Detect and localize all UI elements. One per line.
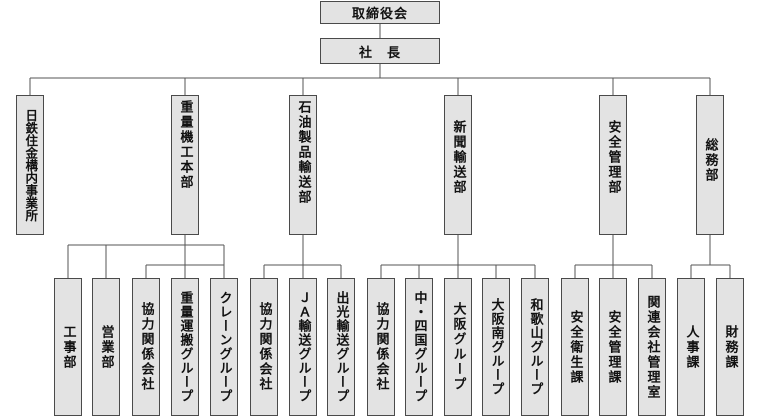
president-box: 社 長: [320, 38, 440, 64]
unit-label: 工事部: [60, 324, 76, 370]
dept-box-newspaper: 新聞輸送部: [444, 95, 472, 235]
unit-box: 安全衛生課: [561, 278, 589, 416]
unit-label: ＪＡ輸送グループ: [295, 291, 311, 403]
unit-label: 協力関係会社: [138, 302, 154, 392]
unit-box: 協力関係会社: [132, 278, 160, 416]
unit-label: 人事課: [683, 324, 699, 370]
unit-box: 人事課: [677, 278, 705, 416]
unit-label: 和歌山グループ: [527, 298, 543, 396]
dept-label: 総務部: [702, 138, 718, 183]
unit-label: 営業部: [98, 324, 114, 370]
unit-box: クレーングループ: [210, 278, 238, 416]
unit-box: 工事部: [54, 278, 82, 416]
unit-box: 重量運搬グループ: [171, 278, 199, 416]
unit-label: 協力関係会社: [256, 302, 272, 392]
unit-box: 協力関係会社: [367, 278, 395, 416]
unit-label: クレーングループ: [216, 291, 232, 403]
unit-label: 大阪グループ: [450, 302, 466, 392]
unit-label: 協力関係会社: [373, 302, 389, 392]
dept-label: 石油製品輸送部: [295, 100, 311, 205]
unit-box: 和歌山グループ: [521, 278, 549, 416]
board-box: 取締役会: [320, 1, 440, 24]
dept-label: 日鉄住金構内事業所: [23, 108, 39, 222]
unit-box: 大阪グループ: [444, 278, 472, 416]
dept-box-petroleum: 石油製品輸送部: [289, 95, 317, 235]
dept-label: 安全管理部: [605, 120, 621, 195]
board-label: 取締役会: [351, 7, 408, 22]
unit-box: 安全管理課: [599, 278, 627, 416]
dept-box-general-affairs: 総務部: [696, 95, 724, 235]
unit-box: 財務課: [716, 278, 744, 416]
dept-box-safety: 安全管理部: [599, 95, 627, 235]
dept-label: 重量機工本部: [177, 100, 193, 190]
unit-box: 関連会社管理室: [638, 278, 666, 416]
unit-label: 財務課: [722, 324, 738, 370]
dept-label: 新聞輸送部: [450, 120, 466, 195]
unit-label: 大阪南グループ: [488, 298, 504, 396]
dept-box-nittetsu: 日鉄住金構内事業所: [16, 95, 44, 235]
unit-label: 重量運搬グループ: [177, 291, 193, 403]
dept-box-heavy-machinery: 重量機工本部: [171, 95, 199, 235]
president-label: 社 長: [358, 45, 401, 61]
unit-label: 安全衛生課: [567, 309, 583, 385]
unit-label: 出光輸送グループ: [333, 291, 349, 403]
unit-label: 安全管理課: [605, 309, 621, 385]
unit-label: 関連会社管理室: [644, 294, 660, 400]
unit-label: 中・四国グループ: [411, 291, 427, 403]
unit-box: 営業部: [92, 278, 120, 416]
unit-box: 出光輸送グループ: [327, 278, 355, 416]
unit-box: 協力関係会社: [250, 278, 278, 416]
unit-box: 大阪南グループ: [482, 278, 510, 416]
unit-box: 中・四国グループ: [405, 278, 433, 416]
unit-box: ＪＡ輸送グループ: [289, 278, 317, 416]
